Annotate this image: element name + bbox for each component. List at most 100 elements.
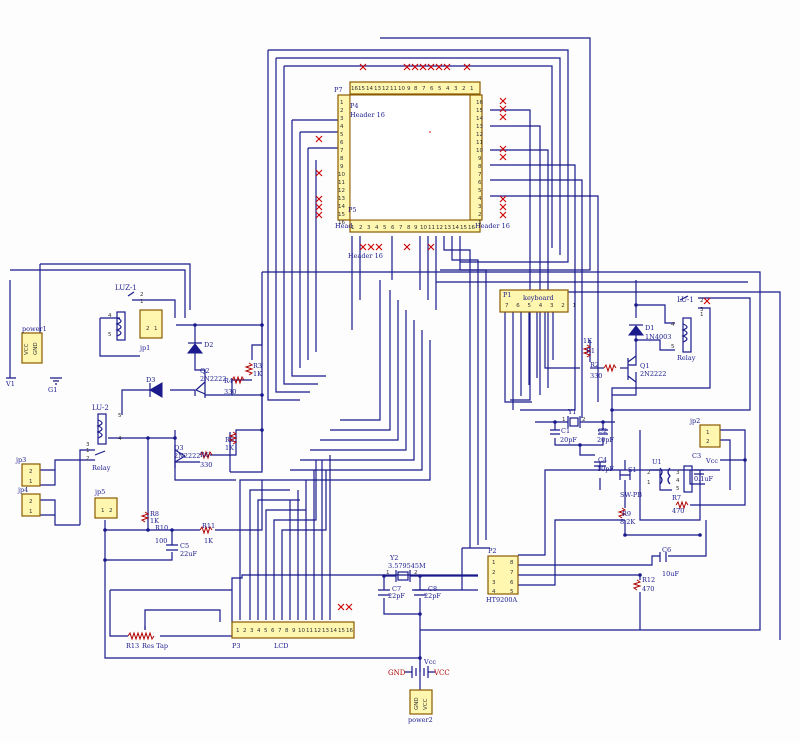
v1-label: V1 [5, 380, 15, 388]
power2-connector: GND VCC Vcc GND VCC power2 [388, 658, 450, 724]
r8-value: 1K [150, 517, 159, 525]
svg-text:2: 2 [414, 570, 418, 576]
u1-label: U1 [652, 458, 662, 466]
svg-text:4: 4 [671, 322, 675, 328]
svg-text:9: 9 [292, 628, 296, 634]
resistor-r4: R4 330 [224, 375, 245, 396]
c5-label: C5 [180, 542, 189, 550]
svg-text:3: 3 [250, 628, 254, 634]
svg-text:15: 15 [358, 86, 365, 92]
lu2-pin5: 5 [118, 413, 122, 419]
transistor-q3: Q3 2N2222 [174, 444, 200, 468]
svg-text:6: 6 [340, 140, 344, 146]
r12-label: R12 [642, 576, 655, 584]
r6-value: 330 [200, 461, 212, 469]
svg-text:14: 14 [338, 204, 345, 210]
svg-text:12: 12 [436, 225, 443, 231]
svg-text:3: 3 [340, 116, 344, 122]
resistor-r3: R3 1K [244, 362, 262, 378]
svg-text:1: 1 [29, 479, 33, 485]
c4-value: 10pF [597, 465, 614, 473]
capacitor-c4: C4 10pF [594, 456, 614, 473]
svg-text:1: 1 [340, 100, 344, 106]
luz1-pin2: 2 [140, 292, 144, 298]
r1-value: 1K [583, 337, 592, 345]
c1-value: 20pF [560, 436, 577, 444]
r3-value: 1K [253, 370, 262, 378]
svg-text:4: 4 [492, 589, 496, 595]
d1-label: D1 [645, 324, 654, 332]
svg-text:4: 4 [375, 225, 379, 231]
power1-designator: power1 [22, 325, 47, 333]
diode-d2: D2 [186, 341, 213, 354]
d3-label: D3 [146, 376, 155, 384]
svg-text:3: 3 [478, 204, 482, 210]
header-inner-area [349, 94, 471, 221]
lu2-designator: LU-2 [92, 404, 109, 412]
resistor-r2: R2 330 [590, 361, 617, 380]
svg-text:2: 2 [29, 469, 33, 475]
power1-vcc: VCC [24, 343, 30, 355]
svg-text:8: 8 [407, 225, 411, 231]
switch-s1: S1 SW-PB [619, 466, 642, 499]
y1-label: Y1 [567, 408, 576, 416]
resistor-r6: R6 330 [199, 450, 212, 469]
lu1-name: Relay [677, 354, 696, 362]
r4-label: R4 [224, 377, 233, 385]
capacitor-c8: C8 22pF [414, 585, 441, 600]
resistor-r12: R12 470 [632, 576, 655, 593]
r3-label: R3 [253, 362, 262, 370]
svg-text:12: 12 [314, 628, 321, 634]
relay-lu1: LU-1 213 45 Relay [671, 295, 704, 362]
svg-text:13: 13 [322, 628, 329, 634]
svg-text:1: 1 [29, 509, 33, 515]
svg-text:10: 10 [420, 225, 427, 231]
p5-designator: P5 [348, 206, 357, 214]
r6-label: R6 [200, 451, 209, 459]
diode-d1: D1 1N4003 [627, 324, 671, 341]
c7-value: 22pF [388, 592, 405, 600]
svg-text:1: 1 [236, 628, 240, 634]
gnd-label: GND [388, 669, 406, 677]
c3-label: C3 [692, 452, 701, 460]
g1-label: G1 [48, 386, 57, 394]
r1-label: R1 [586, 347, 595, 355]
svg-text:1: 1 [470, 86, 474, 92]
svg-text:2: 2 [146, 326, 150, 332]
jumper-jp3: jp3 21 [15, 456, 41, 487]
svg-text:13: 13 [444, 225, 451, 231]
svg-text:9: 9 [407, 86, 411, 92]
svg-text:8: 8 [510, 560, 514, 566]
capacitor-c7: C7 22pF [378, 585, 405, 600]
p2-value: HT9200A [486, 596, 518, 604]
resistor-r1: 1K R1 [582, 337, 595, 358]
capacitor-c3: C3 Vcc 0.1uF [692, 452, 718, 483]
svg-text:15: 15 [476, 108, 483, 114]
r5-value: 1K [225, 444, 234, 452]
svg-text:2: 2 [700, 298, 704, 304]
r11-label: R11 [202, 522, 215, 530]
svg-text:8: 8 [285, 628, 289, 634]
svg-text:1: 1 [351, 225, 355, 231]
header-cluster: P7 P4 Header 16 P5 Head Header 16 Header… [315, 63, 711, 611]
r9-value: 8.2K [620, 518, 635, 526]
keyboard-pins: 7 6 5 4 3 2 1 [505, 303, 579, 309]
svg-text:15: 15 [460, 225, 467, 231]
d2-label: D2 [204, 341, 213, 349]
resistor-r10: R10 100 [155, 524, 168, 545]
resistor-r9: R9 8.2K [617, 507, 635, 526]
r2-label: R2 [590, 361, 599, 369]
p3-value: LCD [274, 642, 289, 650]
s1-label: S1 [628, 466, 637, 474]
power1-connector: power1 VCC GND V1 G1 [5, 325, 62, 394]
y2-value: 3.579545M [388, 562, 426, 570]
r9-label: R9 [622, 510, 631, 518]
svg-text:1: 1 [492, 560, 496, 566]
svg-text:3: 3 [676, 470, 680, 476]
transistor-q2: Q2 2N2222 [195, 367, 226, 398]
svg-text:13: 13 [476, 124, 483, 130]
y2-label: Y2 [389, 554, 398, 562]
r7-label: R7 [672, 494, 681, 502]
